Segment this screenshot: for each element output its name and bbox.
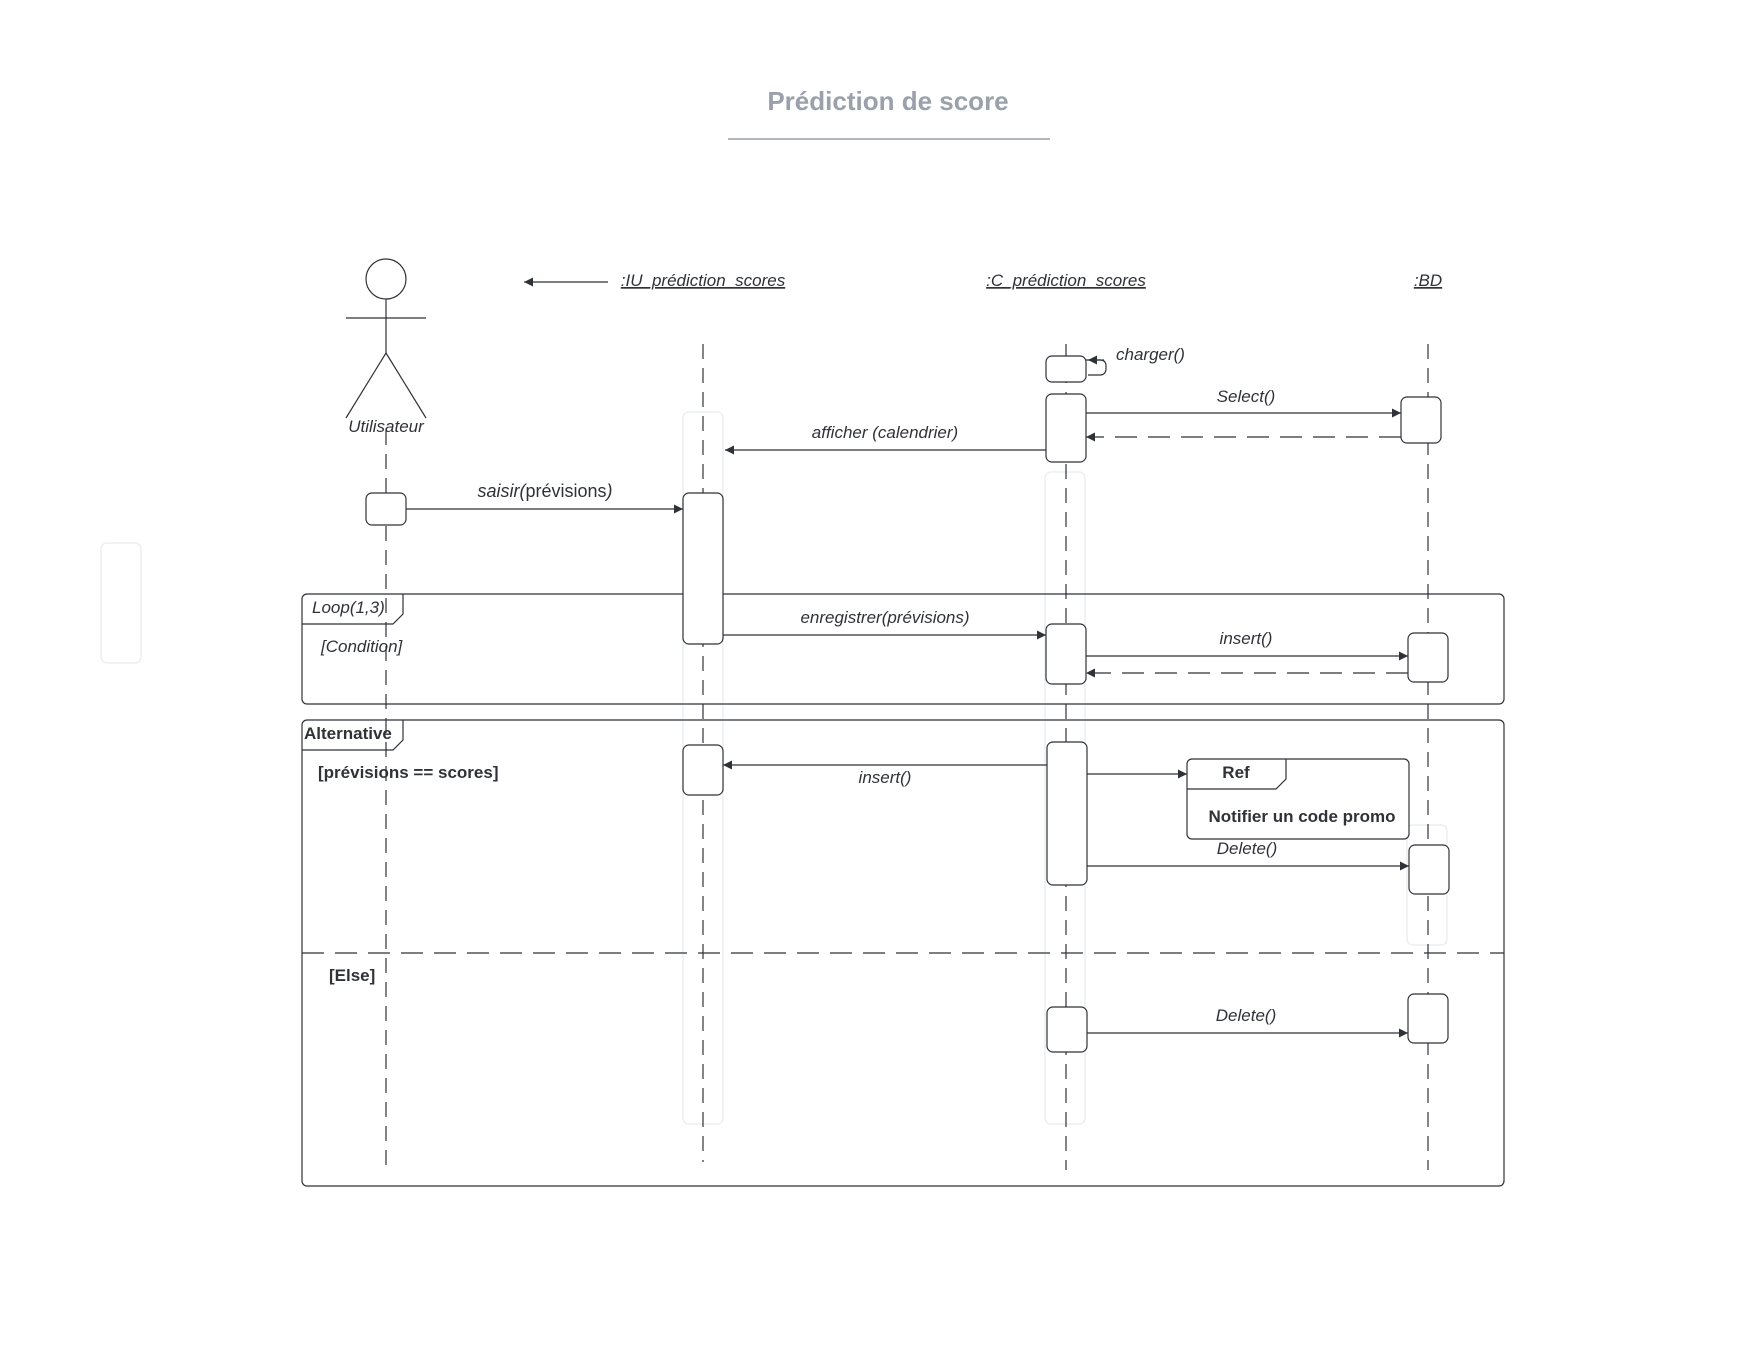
msg-delete-alt-label: Delete() — [1217, 839, 1277, 858]
activation-controller-enregistrer — [1045, 623, 1087, 685]
activation-controller-afficher — [1045, 393, 1087, 463]
lifeline-db-label: :BD — [1414, 271, 1442, 290]
msg-insert-alt-label: insert() — [859, 768, 912, 787]
msg-delete-else: Delete() — [1087, 1006, 1408, 1038]
activation-db-select — [1400, 396, 1442, 444]
msg-afficher: afficher (calendrier) — [725, 423, 1046, 455]
msg-insert-loop: insert() — [1086, 629, 1408, 678]
actor-icon — [365, 258, 407, 300]
loop-fragment: Loop(1,3) [Condition] — [301, 593, 1505, 705]
ref-label: Ref — [1222, 763, 1250, 782]
msg-delete-alt: Delete() — [1087, 839, 1409, 871]
msg-charger: charger() — [1086, 345, 1185, 376]
loop-guard: [Condition] — [320, 637, 404, 656]
ghost-box — [100, 542, 142, 664]
alt-guard: [prévisions == scores] — [318, 763, 498, 782]
activation-controller-else — [1046, 1006, 1088, 1053]
lifeline-utilisateur — [385, 430, 391, 1171]
activation-ui-saisie — [682, 492, 724, 645]
activation-controller-charger — [1045, 355, 1087, 383]
msg-afficher-label: afficher (calendrier) — [812, 423, 958, 442]
ref-text: Notifier un code promo — [1209, 807, 1396, 826]
alt-label: Alternative — [304, 724, 392, 743]
msg-insert-loop-label: insert() — [1220, 629, 1273, 648]
msg-delete-else-label: Delete() — [1216, 1006, 1276, 1025]
activation-controller-alt — [1046, 741, 1088, 886]
alt-fragment: Alternative [prévisions == scores] [Else… — [301, 719, 1505, 1187]
msg-insert-alt: insert() — [723, 760, 1047, 787]
msg-saisir-label: saisir(prévisions) — [477, 481, 612, 501]
msg-enregistrer-label: enregistrer(prévisions) — [800, 608, 969, 627]
lifeline-controller-label: :C_prédiction_scores — [986, 271, 1146, 290]
lifeline-ui-label: :IU_prédiction_scores — [621, 271, 786, 290]
activation-db-delete — [1408, 844, 1450, 895]
activation-db-insert — [1407, 632, 1449, 683]
activation-utilisateur — [365, 492, 407, 526]
activation-db-delete-else — [1407, 993, 1449, 1044]
actor-utilisateur: Utilisateur — [345, 258, 427, 436]
msg-select-label: Select() — [1217, 387, 1276, 406]
msg-select: Select() — [1086, 387, 1401, 442]
msg-charger-label: charger() — [1116, 345, 1185, 364]
activation-ui-insert — [682, 744, 724, 796]
msg-saisir: saisir(prévisions) — [406, 481, 683, 514]
loop-label: Loop(1,3) — [312, 598, 385, 617]
diagram-title: Prédiction de score — [767, 86, 1008, 116]
msg-enregistrer: enregistrer(prévisions) — [723, 608, 1046, 640]
ref-fragment: Ref Notifier un code promo — [1186, 758, 1410, 840]
actor-label: Utilisateur — [348, 417, 425, 436]
alt-else-guard: [Else] — [329, 966, 375, 985]
